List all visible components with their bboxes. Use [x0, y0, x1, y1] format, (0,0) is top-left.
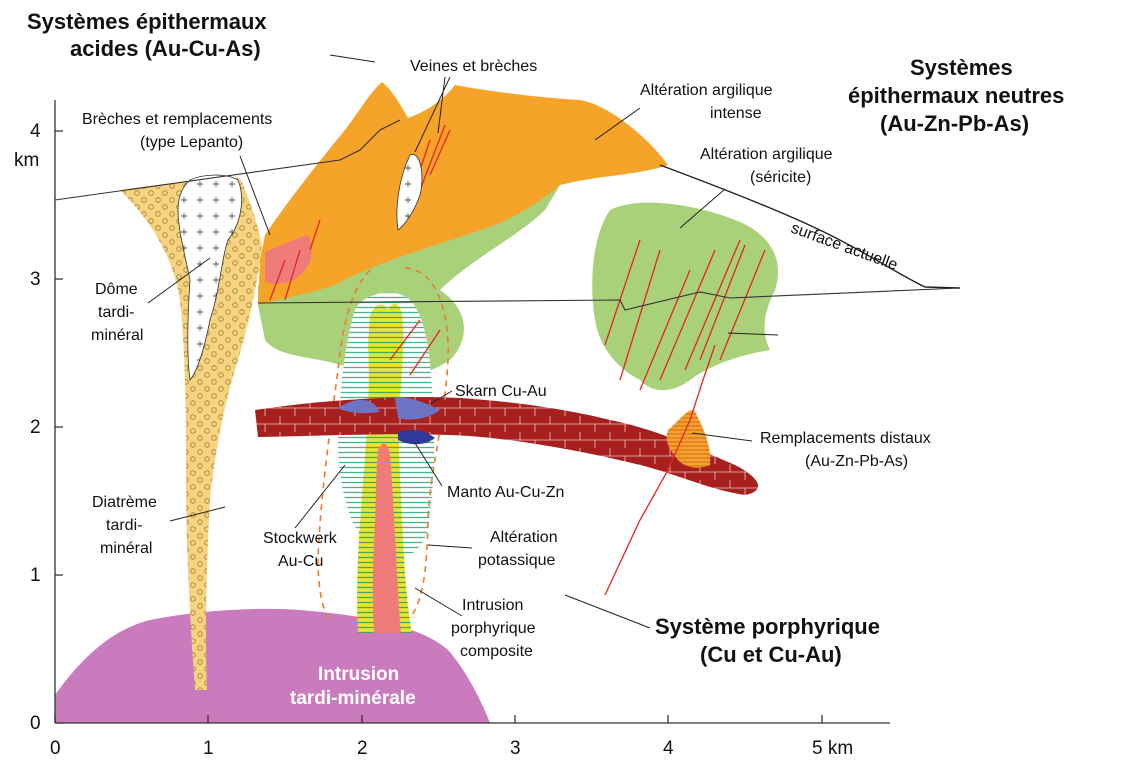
label-manto: Manto Au-Cu-Zn — [447, 484, 564, 501]
label-breches-2: (type Lepanto) — [140, 134, 243, 151]
label-argil-ser-2: (séricite) — [750, 169, 811, 186]
label-argil-int-2: intense — [710, 105, 762, 122]
title-neutral-line1: Systèmes — [910, 55, 1013, 80]
x-tick-0: 0 — [50, 738, 61, 759]
label-intrusion-p-3: composite — [460, 643, 533, 660]
label-dome-2: tardi- — [98, 304, 134, 321]
title-acid-line2: acides (Au-Cu-As) — [70, 36, 261, 61]
label-intrusion-t-1: Intrusion — [318, 664, 399, 685]
label-surface: surface actuelle — [789, 220, 900, 274]
label-diatreme-1: Diatrème — [92, 494, 157, 511]
label-argil-ser-1: Altération argilique — [700, 146, 833, 163]
y-tick-0: 0 — [30, 713, 41, 734]
label-potass-1: Altération — [490, 529, 558, 546]
y-tick-1: 1 — [30, 565, 41, 586]
label-intrusion-t-2: tardi-minérale — [290, 688, 416, 709]
label-diatreme-2: tardi- — [106, 517, 142, 534]
title-porphyry-line2: (Cu et Cu-Au) — [700, 642, 842, 667]
label-rempl-1: Remplacements distaux — [760, 430, 931, 447]
label-intrusion-p-2: porphyrique — [451, 620, 536, 637]
x-tick-1: 1 — [203, 738, 214, 759]
title-porphyry-line1: Système porphyrique — [655, 614, 880, 639]
y-unit: km — [14, 150, 39, 171]
x-tick-2: 2 — [357, 738, 368, 759]
label-diatreme-3: minéral — [100, 540, 152, 557]
label-potass-2: potassique — [478, 552, 555, 569]
x-tick-3: 3 — [510, 738, 521, 759]
label-argil-int-1: Altération argilique — [640, 82, 773, 99]
x-tick-4: 4 — [663, 738, 674, 759]
title-neutral-line3: (Au-Zn-Pb-As) — [880, 111, 1029, 136]
y-tick-2: 2 — [30, 417, 41, 438]
y-ticks — [55, 131, 63, 723]
y-tick-3: 3 — [30, 269, 41, 290]
label-stockwerk-1: Stockwerk — [263, 530, 338, 547]
y-tick-4: 4 — [30, 121, 41, 142]
label-dome-1: Dôme — [95, 281, 138, 298]
label-intrusion-p-1: Intrusion — [462, 597, 523, 614]
x-tick-5: 5 km — [812, 738, 853, 759]
title-neutral-line2: épithermaux neutres — [848, 83, 1064, 108]
label-breches-1: Brèches et remplacements — [82, 111, 272, 128]
label-rempl-2: (Au-Zn-Pb-As) — [805, 453, 908, 470]
label-skarn: Skarn Cu-Au — [455, 383, 547, 400]
label-veines: Veines et brèches — [410, 58, 537, 75]
label-stockwerk-2: Au-Cu — [278, 553, 323, 570]
label-dome-3: minéral — [91, 327, 143, 344]
title-acid-line1: Systèmes épithermaux — [27, 9, 267, 34]
sericite-alteration-zone — [592, 203, 778, 390]
late-intrusion — [55, 609, 490, 723]
